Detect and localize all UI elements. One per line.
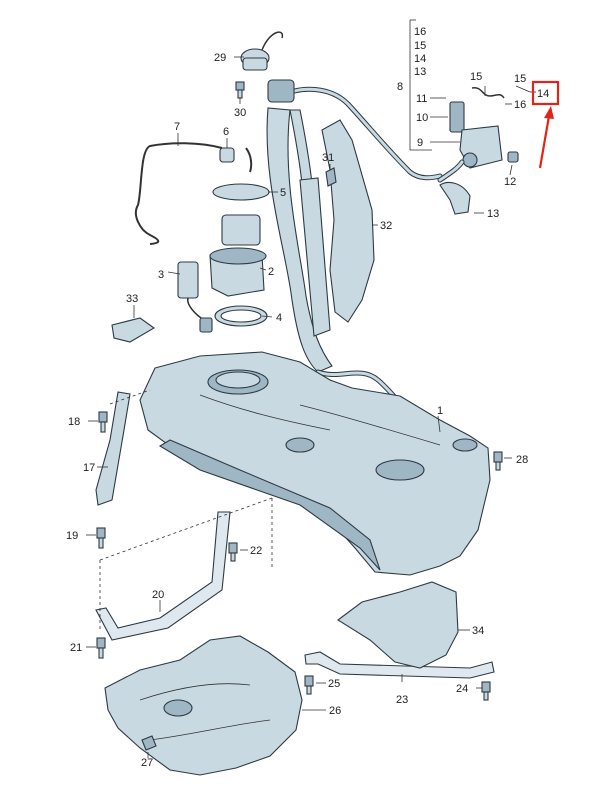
clip-6 [219,147,235,163]
label-1: 1 [437,405,443,417]
label-30: 30 [234,107,246,119]
level-sender-3 [177,261,213,333]
vent-valve-group [437,87,519,215]
group-list-item: 15 [414,40,426,52]
label-20: 20 [152,589,164,601]
label-11: 11 [416,93,427,105]
label-3: 3 [158,269,164,281]
bolt-28-icon [493,451,503,471]
label-31: 31 [322,152,334,164]
fuel-line-7 [134,142,253,245]
bolt-30-icon [235,81,245,99]
label-5: 5 [280,187,286,199]
group-list-item: 13 [414,66,426,78]
bolt-18-icon [98,411,108,433]
bolts [96,81,503,751]
label-27: 27 [141,757,153,769]
label-4: 4 [276,312,282,324]
label-17: 17 [83,462,95,474]
label-9: 9 [417,137,423,149]
highlight-box [531,80,560,106]
bolt-22-icon [228,542,238,562]
label-2: 2 [268,266,274,278]
clip-27-icon [141,735,157,751]
connector-33 [111,317,156,343]
fuel-tank [139,351,491,576]
clip-31-icon [325,167,337,187]
label-10: 10 [416,112,428,124]
bracket-17 [95,391,131,506]
heat-shield-34 [337,581,459,669]
label-19: 19 [66,530,78,542]
group-list-8: 16 15 14 13 [414,26,426,78]
label-22: 22 [250,545,262,557]
label-32: 32 [380,220,392,232]
group-list-item: 16 [414,26,426,38]
label-28: 28 [516,454,528,466]
part-labels: 1 2 3 4 5 6 7 8 9 10 11 12 13 14 15 16 1… [66,52,549,769]
heat-shield-26 [104,635,303,776]
label-18: 18 [68,416,80,428]
leader-lines [86,19,536,758]
label-29: 29 [214,52,226,64]
sub-labels: 15 [514,73,526,85]
label-6: 6 [223,126,229,138]
label-34: 34 [472,625,484,637]
bolt-25-icon [304,675,314,695]
strap-20 [95,511,231,641]
fuel-pump-assembly [209,183,270,327]
label-16: 16 [514,99,526,111]
label-26: 26 [329,705,341,717]
filler-cap-29 [240,31,295,103]
label-33: 33 [126,293,138,305]
highlight-callout [531,80,560,169]
filler-neck [266,107,333,373]
bolt-24-icon [481,681,491,701]
bolt-19-icon [96,527,106,549]
highlight-arrowhead-icon [544,106,554,119]
label-14: 14 [537,88,549,100]
highlight-arrow [538,115,551,169]
bolt-21-icon [96,637,106,659]
label-25: 25 [328,678,340,690]
sub-label-15: 15 [514,73,526,85]
label-15: 15 [470,71,482,83]
strap-23 [304,651,495,679]
label-13: 13 [487,208,499,220]
group-list-item: 14 [414,53,426,65]
label-12: 12 [504,176,516,188]
label-7: 7 [174,121,180,133]
label-8: 8 [397,81,403,93]
heat-shield-32 [321,119,375,323]
label-24: 24 [456,683,468,695]
label-23: 23 [396,694,408,706]
label-21: 21 [70,642,82,654]
